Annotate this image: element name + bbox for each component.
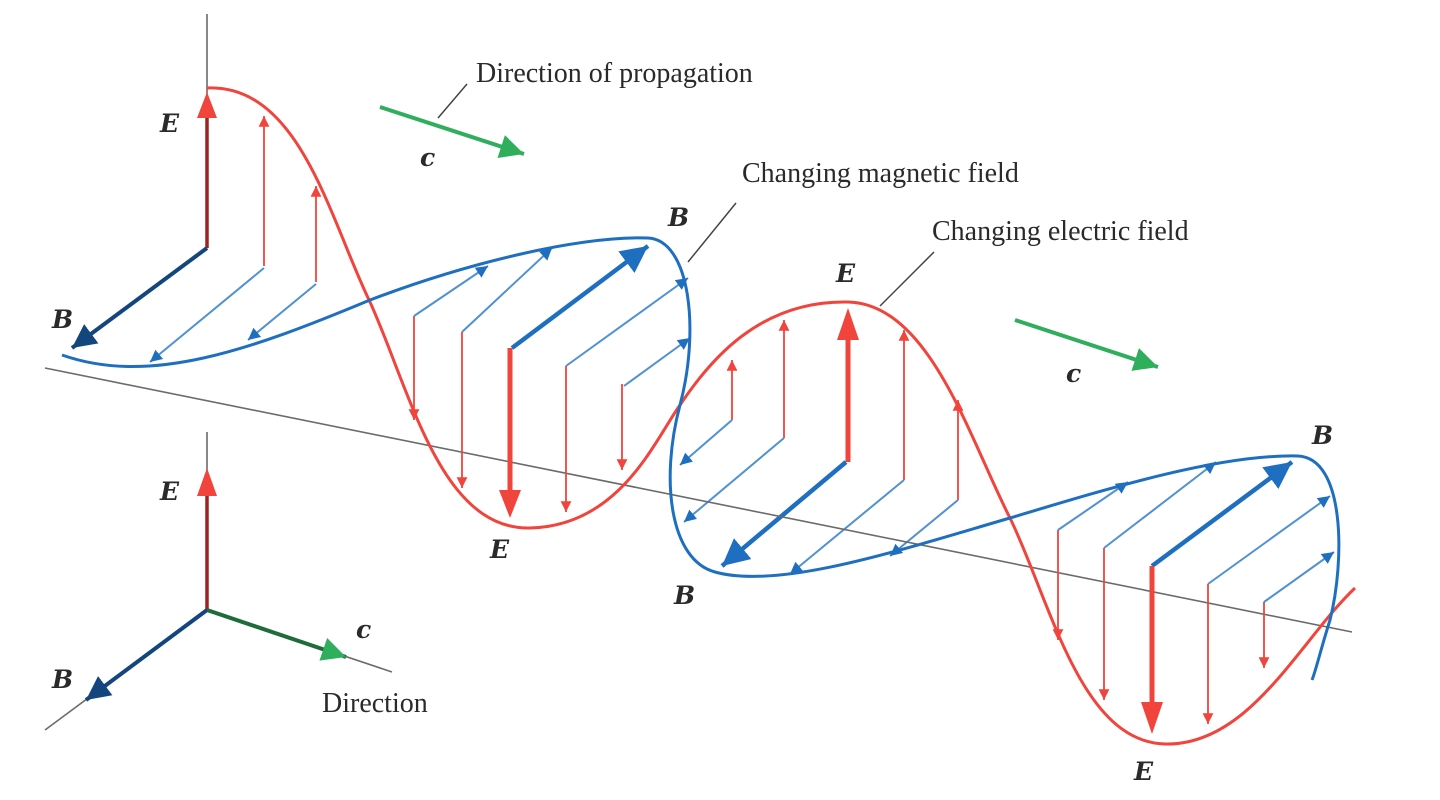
b-arrow [789, 479, 905, 575]
changing-magnetic-field-label: Changing magnetic field [742, 158, 1019, 189]
main-wave [44, 14, 1357, 746]
magnetic-field-arrows [149, 244, 1335, 603]
e-label-first-trough: E [489, 535, 510, 564]
triad-b-arrow [84, 608, 209, 702]
e-arrow-peak-head [837, 308, 859, 340]
b-label-origin: B [51, 305, 73, 334]
b-arrow [679, 419, 733, 466]
b-arrow [565, 277, 689, 367]
b-arrow [247, 283, 317, 341]
b-arrow [889, 499, 959, 557]
e-arrow-peak-head [1141, 702, 1163, 734]
triad-c-arrow [206, 608, 347, 661]
direction-label: Direction [322, 688, 428, 719]
b-arrow [683, 437, 785, 523]
b-arrow [149, 267, 265, 363]
e-label-second-peak: E [835, 259, 856, 288]
b-label-second-peak: B [1311, 421, 1333, 450]
triad-c-label: c [356, 615, 371, 644]
labels: Direction of propagation Changing magnet… [51, 58, 1333, 786]
propagation-axis [44, 367, 1353, 633]
changing-electric-field-label: Changing electric field [932, 216, 1189, 247]
e-arrow-peak-head [499, 490, 521, 518]
propagation-leader [437, 83, 468, 119]
electric-field-arrows [197, 92, 1270, 734]
b-label-trough: B [673, 581, 695, 610]
c-label-right: c [1066, 359, 1081, 388]
b-arrow [1263, 551, 1335, 603]
axis-triad [44, 432, 393, 731]
triad-e-label: E [159, 477, 180, 506]
b-arrow-peak [720, 460, 848, 568]
b-arrow [623, 337, 691, 387]
magnetic-field-curve [61, 236, 1341, 681]
propagation-arrow-top [379, 105, 525, 158]
c-label-top: c [420, 143, 435, 172]
e-arrow-origin-head [197, 92, 217, 118]
electric-field-leader [879, 251, 935, 307]
b-arrow-peak [510, 244, 650, 350]
b-arrow [1207, 495, 1331, 585]
b-label-first-peak: B [667, 203, 689, 232]
e-label-origin: E [159, 109, 180, 138]
b-arrow-origin [70, 246, 209, 350]
b-arrow-peak [1150, 460, 1294, 568]
magnetic-field-leader [687, 202, 737, 263]
triad-e-arrow-head [197, 468, 217, 496]
propagation-arrow-right [1014, 318, 1159, 371]
electric-field-curve [206, 86, 1357, 746]
b-arrow [461, 247, 553, 333]
b-arrow [413, 265, 489, 317]
triad-b-label: B [51, 665, 73, 694]
e-label-second-trough: E [1133, 757, 1154, 786]
b-arrow [1103, 461, 1217, 549]
direction-of-propagation-label: Direction of propagation [476, 58, 753, 89]
b-arrow [1057, 481, 1129, 531]
